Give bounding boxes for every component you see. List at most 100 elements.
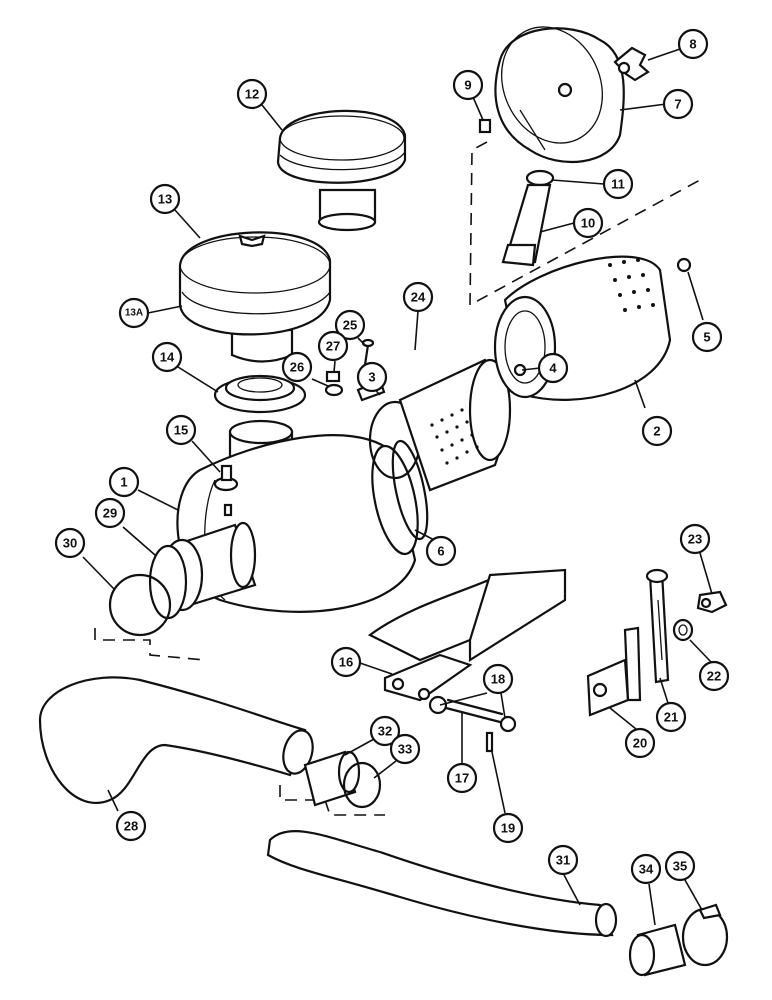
svg-text:29: 29 — [103, 506, 117, 521]
callout-16: 16 — [330, 646, 362, 678]
svg-text:35: 35 — [673, 859, 687, 874]
filter-wing-nut — [676, 257, 692, 273]
svg-text:10: 10 — [581, 216, 595, 231]
intake-tube — [266, 830, 618, 938]
callout-28: 28 — [115, 810, 147, 842]
outer-filter-element — [493, 255, 672, 401]
callout-23: 23 — [679, 523, 711, 555]
svg-text:25: 25 — [343, 318, 357, 333]
svg-text:28: 28 — [124, 819, 138, 834]
wing-nut — [613, 46, 650, 82]
callout-10: 10 — [572, 207, 604, 239]
svg-text:13: 13 — [158, 192, 172, 207]
washer — [324, 383, 344, 397]
callout-34: 34 — [630, 853, 662, 885]
svg-text:34: 34 — [639, 862, 654, 877]
callout-27: 27 — [317, 330, 349, 362]
callout-4: 4 — [537, 352, 569, 384]
callout-33: 33 — [389, 733, 421, 765]
svg-text:30: 30 — [63, 536, 77, 551]
callout-20: 20 — [624, 727, 656, 759]
callout-19: 19 — [492, 812, 524, 844]
callout-2: 2 — [641, 415, 673, 447]
inner-filter-element — [368, 358, 512, 492]
callout-3: 3 — [356, 361, 388, 393]
precleaner-bowl — [494, 26, 625, 164]
callout-9: 9 — [452, 69, 484, 101]
svg-text:8: 8 — [689, 37, 696, 52]
drain-valve — [213, 464, 239, 517]
hose-coupler — [303, 750, 361, 807]
svg-text:3: 3 — [368, 370, 375, 385]
callout-21: 21 — [655, 701, 687, 733]
nut — [325, 370, 341, 383]
callout-24: 24 — [402, 281, 434, 313]
hose-clamp-outer — [108, 573, 172, 637]
svg-text:22: 22 — [707, 669, 721, 684]
hose-clamp — [342, 761, 382, 809]
callout-13a: 13A — [118, 297, 150, 329]
callout-7: 7 — [662, 88, 694, 120]
callout-5: 5 — [691, 321, 723, 353]
washer-right — [499, 715, 517, 733]
mounting-bracket — [367, 568, 567, 702]
spacer — [672, 618, 694, 642]
perforation-pattern-inner — [430, 408, 479, 465]
svg-text:26: 26 — [290, 360, 304, 375]
svg-text:17: 17 — [455, 771, 469, 786]
support-strap — [645, 568, 670, 684]
bowl-outlet-tube — [501, 169, 555, 267]
callout-6: 6 — [425, 535, 457, 567]
callout-25: 25 — [334, 309, 366, 341]
callout-29: 29 — [94, 497, 126, 529]
svg-text:15: 15 — [174, 423, 188, 438]
svg-text:2: 2 — [653, 424, 660, 439]
callout-18: 18 — [482, 663, 514, 695]
end-coupler — [628, 923, 687, 977]
svg-text:14: 14 — [160, 350, 175, 365]
svg-text:23: 23 — [688, 532, 702, 547]
cotter-pin — [485, 731, 494, 753]
svg-text:9: 9 — [464, 78, 471, 93]
callout-15: 15 — [165, 414, 197, 446]
dashed-group-outline — [469, 141, 701, 307]
callout-22: 22 — [698, 660, 730, 692]
washer-left — [428, 695, 448, 715]
elbow-hose — [38, 676, 314, 804]
svg-text:20: 20 — [633, 736, 647, 751]
pin-edge — [446, 698, 504, 716]
rain-cap — [276, 109, 407, 232]
svg-text:5: 5 — [703, 330, 710, 345]
callout-35: 35 — [664, 850, 696, 882]
callout-31: 31 — [547, 844, 579, 876]
callout-13: 13 — [149, 183, 181, 215]
callout-32: 32 — [369, 715, 401, 747]
clamp-clip — [696, 590, 728, 614]
callout-14: 14 — [151, 341, 183, 373]
svg-text:32: 32 — [378, 724, 392, 739]
callout-1: 1 — [108, 466, 140, 498]
callout-30: 30 — [54, 527, 86, 559]
svg-text:11: 11 — [611, 177, 625, 192]
svg-text:12: 12 — [245, 87, 259, 102]
callout-8: 8 — [677, 28, 709, 60]
support-bracket — [586, 626, 642, 717]
svg-text:33: 33 — [398, 742, 412, 757]
svg-text:31: 31 — [556, 853, 570, 868]
svg-text:24: 24 — [411, 290, 426, 305]
callout-12: 12 — [236, 78, 268, 110]
svg-text:18: 18 — [491, 672, 505, 687]
adapter-ring — [213, 374, 307, 414]
svg-text:13A: 13A — [125, 308, 143, 319]
square-nut — [478, 118, 492, 134]
svg-text:27: 27 — [326, 339, 340, 354]
end-clamp-screw — [698, 903, 722, 920]
callout-11: 11 — [602, 168, 634, 200]
svg-text:19: 19 — [501, 821, 515, 836]
svg-text:21: 21 — [664, 710, 678, 725]
hose-clamp-inner — [148, 544, 188, 620]
svg-text:6: 6 — [437, 544, 444, 559]
callout-26: 26 — [281, 351, 313, 383]
